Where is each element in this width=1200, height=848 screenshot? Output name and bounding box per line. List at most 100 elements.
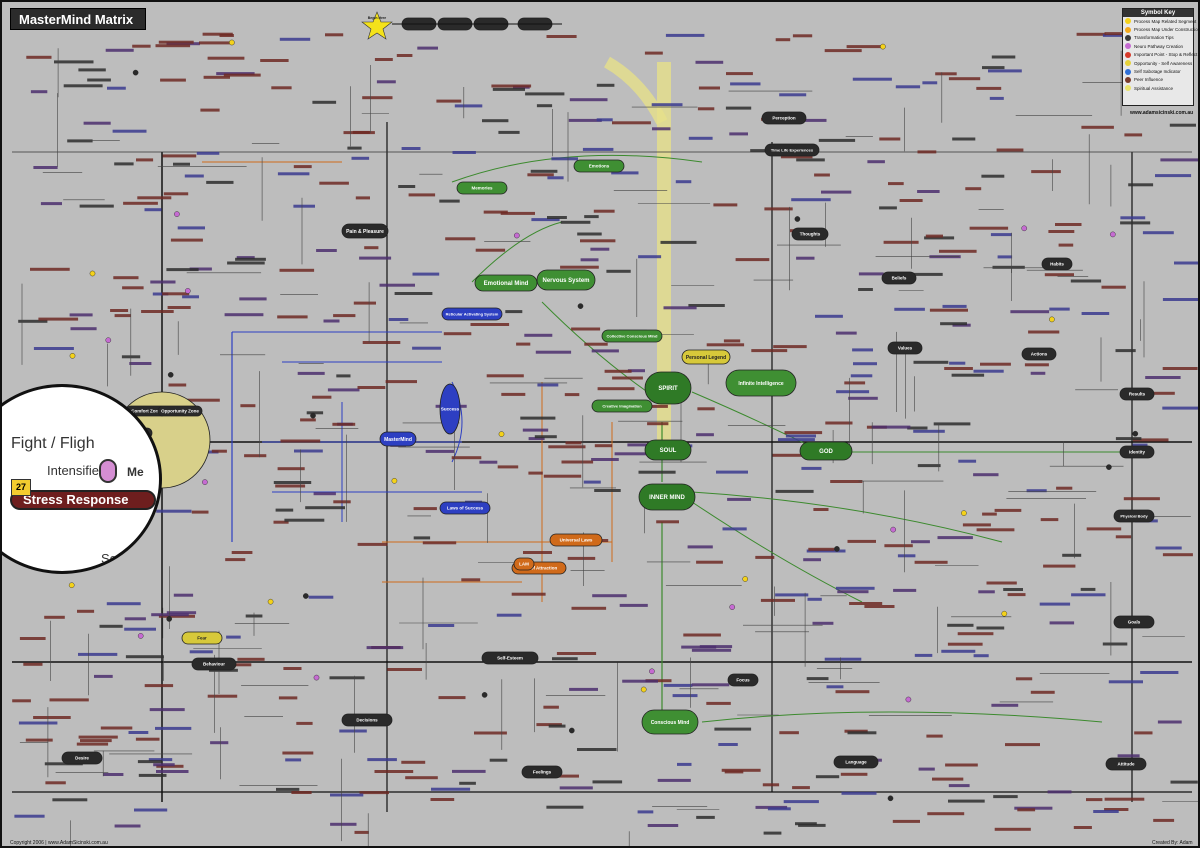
label-stub — [534, 435, 557, 439]
label-stub — [332, 422, 356, 426]
copyright-footer: Copyright 2006 | www.AdamSicinski.com.au — [10, 840, 108, 846]
label-stub — [323, 319, 340, 323]
label-stub — [911, 540, 930, 544]
label-stub — [1010, 310, 1050, 314]
node-actions — [1021, 347, 1057, 361]
label-stub — [1128, 183, 1154, 187]
label-stub — [795, 822, 817, 826]
label-stub — [163, 192, 189, 196]
label-stub — [976, 528, 1015, 532]
label-stub — [166, 268, 199, 272]
label-stub — [316, 249, 337, 252]
label-stub — [1028, 330, 1060, 334]
label-stub — [200, 108, 220, 112]
label-stub — [543, 705, 559, 709]
label-stub — [580, 258, 599, 262]
label-stub — [78, 735, 118, 739]
figure-icon — [905, 696, 912, 703]
label-stub — [353, 301, 376, 305]
symbol-icon — [1125, 18, 1131, 25]
figure-icon — [1001, 610, 1008, 617]
label-stub — [1049, 621, 1075, 625]
label-stub — [947, 623, 974, 627]
label-stub — [12, 699, 31, 703]
label-stub — [948, 77, 981, 81]
label-stub — [408, 193, 436, 197]
node-collective-conscious-label: Collective Conscious Mind — [607, 333, 658, 338]
label-stub — [1102, 33, 1128, 37]
label-stub — [430, 798, 455, 801]
node-personal-legend-label: Personal Legend — [686, 355, 726, 361]
label-stub — [1104, 808, 1129, 811]
label-stub — [239, 297, 267, 301]
label-stub — [355, 196, 370, 200]
node-law-of-attraction-label: Law of Attraction — [521, 566, 558, 571]
label-stub — [986, 581, 1017, 585]
label-stub — [535, 350, 572, 354]
label-stub — [785, 434, 816, 438]
figure-icon — [313, 674, 320, 681]
label-stub — [772, 453, 807, 457]
label-stub — [114, 314, 131, 318]
label-stub — [918, 767, 935, 771]
label-stub — [894, 307, 925, 311]
label-stub — [546, 805, 584, 809]
node-behaviour — [191, 657, 237, 671]
label-stub — [577, 748, 617, 751]
label-stub — [156, 764, 184, 768]
label-stub — [1117, 754, 1140, 758]
label-stub — [852, 348, 873, 352]
figure-icon — [498, 431, 505, 437]
label-stub — [236, 256, 255, 260]
label-stub — [1123, 497, 1160, 501]
label-stub — [755, 555, 775, 559]
label-stub — [385, 380, 417, 384]
label-stub — [470, 323, 510, 326]
label-stub — [830, 480, 863, 483]
label-stub — [436, 99, 462, 103]
node-behaviour-label: Behaviour — [203, 662, 225, 667]
label-stub — [63, 84, 103, 88]
label-stub — [850, 374, 873, 378]
label-stub — [362, 341, 401, 344]
label-stub — [367, 758, 397, 762]
label-stub — [895, 85, 921, 89]
label-stub — [806, 549, 846, 553]
node-reticular — [441, 307, 503, 321]
label-stub — [158, 40, 194, 44]
label-stub — [497, 465, 519, 469]
label-stub — [775, 38, 791, 42]
label-stub — [285, 758, 302, 762]
label-stub — [525, 92, 565, 96]
figure-icon — [89, 270, 96, 277]
label-stub — [652, 127, 671, 131]
label-stub — [528, 471, 543, 475]
label-stub — [282, 751, 314, 755]
symbol-key-item: Neuro Pathway Creation — [1123, 42, 1193, 50]
label-stub — [105, 48, 134, 52]
node-collective-conscious — [601, 329, 663, 343]
figure-icon — [267, 598, 274, 605]
label-stub — [577, 232, 602, 236]
label-stub — [992, 265, 1025, 269]
label-stub — [52, 798, 88, 802]
stress-response-node — [10, 490, 156, 510]
label-stub — [319, 181, 349, 185]
label-stub — [651, 103, 683, 107]
label-stub — [944, 367, 973, 370]
label-stub — [638, 470, 676, 474]
label-stub — [357, 386, 386, 389]
label-stub — [207, 56, 245, 60]
label-stub — [1015, 677, 1033, 681]
label-stub — [122, 286, 144, 290]
label-stub — [413, 507, 437, 511]
label-stub — [593, 209, 615, 213]
label-stub — [1162, 298, 1198, 301]
label-stub — [398, 185, 416, 188]
label-stub — [336, 374, 351, 378]
label-stub — [184, 174, 204, 178]
label-stub — [30, 267, 70, 271]
label-stub — [44, 762, 83, 766]
